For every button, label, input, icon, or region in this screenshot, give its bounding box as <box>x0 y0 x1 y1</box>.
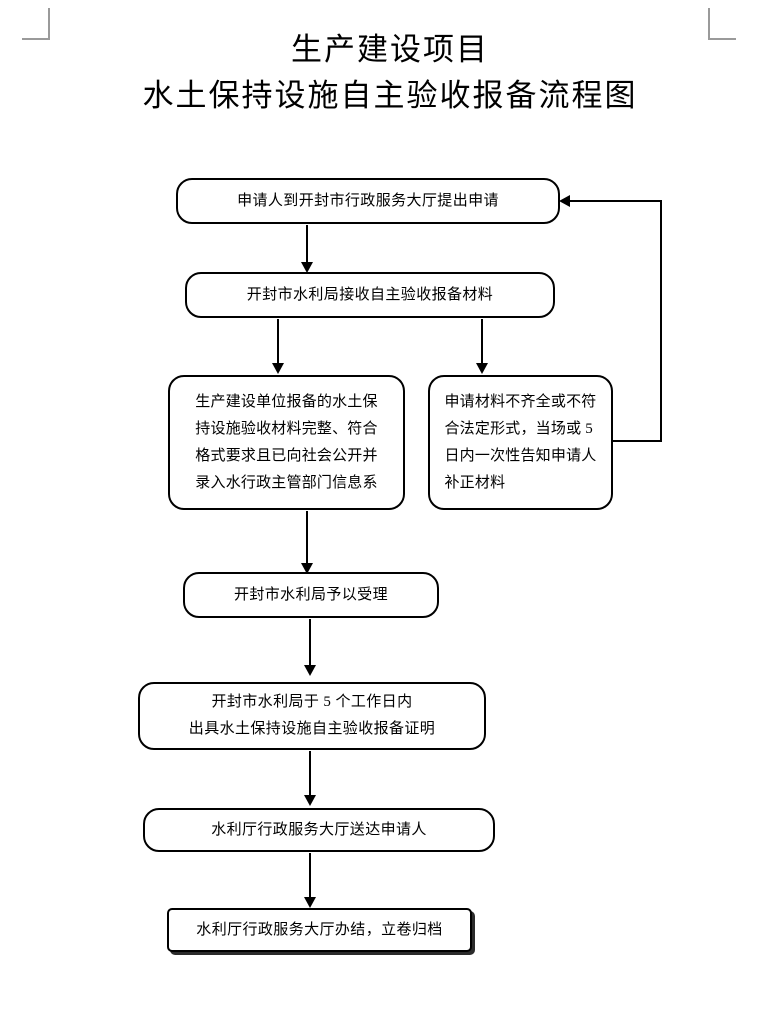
arrowhead-receive-to-incomplete-notice <box>476 363 488 374</box>
crop-mark-top-right <box>700 8 736 40</box>
connector-apply-to-receive <box>306 225 308 265</box>
flow-node-incomplete-notice-line-1: 申请材料不齐全或不符 <box>444 393 597 410</box>
flow-node-complete-check[interactable]: 生产建设单位报备的水土保 持设施验收材料完整、符合 格式要求且已向社会公开并 录… <box>168 375 405 510</box>
connector-receive-to-complete-check <box>277 319 279 367</box>
flow-node-archive[interactable]: 水利厅行政服务大厅办结，立卷归档 <box>167 908 472 952</box>
flow-node-complete-check-line-1: 生产建设单位报备的水土保 <box>195 393 378 410</box>
flow-node-archive-label: 水利厅行政服务大厅办结，立卷归档 <box>196 921 443 938</box>
flow-node-incomplete-notice-text: 申请材料不齐全或不符 合法定形式，当场或 5 日内一次性告知申请人 补正材料 <box>436 389 604 497</box>
connector-issue-certificate-to-deliver <box>309 751 311 799</box>
arrowhead-issue-certificate-to-deliver <box>304 795 316 806</box>
flow-node-issue-certificate[interactable]: 开封市水利局于 5 个工作日内 出具水土保持设施自主验收报备证明 <box>138 682 486 750</box>
connector-receive-to-incomplete-notice <box>481 319 483 367</box>
flow-node-issue-certificate-line-2: 出具水土保持设施自主验收报备证明 <box>188 721 436 737</box>
flow-node-apply[interactable]: 申请人到开封市行政服务大厅提出申请 <box>176 178 560 224</box>
flow-node-apply-label: 申请人到开封市行政服务大厅提出申请 <box>237 192 499 209</box>
connector-loop-segment-left <box>570 200 662 202</box>
flow-node-complete-check-text: 生产建设单位报备的水土保 持设施验收材料完整、符合 格式要求且已向社会公开并 录… <box>187 389 385 497</box>
crop-mark-top-left <box>22 8 58 40</box>
flow-node-complete-check-line-3: 格式要求且已向社会公开并 <box>195 447 378 464</box>
arrowhead-apply-to-receive <box>301 262 313 273</box>
page-title-line-1: 生产建设项目 <box>291 32 489 67</box>
page-title-line-2: 水土保持设施自主验收报备流程图 <box>142 78 638 113</box>
flow-node-complete-check-line-2: 持设施验收材料完整、符合 <box>195 420 378 437</box>
flow-node-accept-label: 开封市水利局予以受理 <box>233 586 388 603</box>
connector-loop-segment-right <box>613 440 662 442</box>
flow-node-deliver-label: 水利厅行政服务大厅送达申请人 <box>211 821 427 838</box>
flow-node-receive[interactable]: 开封市水利局接收自主验收报备材料 <box>185 272 555 318</box>
flow-node-complete-check-line-4: 录入水行政主管部门信息系 <box>195 474 378 491</box>
arrowhead-complete-check-to-accept <box>301 563 313 574</box>
connector-complete-check-to-accept <box>306 511 308 567</box>
flow-node-receive-label: 开封市水利局接收自主验收报备材料 <box>246 286 494 303</box>
flow-node-incomplete-notice-line-4: 补正材料 <box>444 474 506 491</box>
flow-node-incomplete-notice-line-2: 合法定形式，当场或 5 <box>444 420 593 437</box>
arrowhead-receive-to-complete-check <box>272 363 284 374</box>
connector-accept-to-issue-certificate <box>309 619 311 669</box>
flow-node-deliver[interactable]: 水利厅行政服务大厅送达申请人 <box>143 808 495 852</box>
arrowhead-deliver-to-archive <box>304 897 316 908</box>
connector-deliver-to-archive <box>309 853 311 901</box>
flow-node-incomplete-notice-line-3: 日内一次性告知申请人 <box>444 447 597 464</box>
arrowhead-loop-to-apply <box>559 195 570 207</box>
arrowhead-accept-to-issue-certificate <box>304 665 316 676</box>
flow-node-issue-certificate-text: 开封市水利局于 5 个工作日内 出具水土保持设施自主验收报备证明 <box>181 689 443 743</box>
page-title: 生产建设项目 水土保持设施自主验收报备流程图 <box>0 28 780 120</box>
flow-node-issue-certificate-line-1: 开封市水利局于 5 个工作日内 <box>211 694 413 710</box>
flow-node-accept[interactable]: 开封市水利局予以受理 <box>183 572 439 618</box>
connector-loop-segment-up <box>660 200 662 442</box>
flow-node-incomplete-notice[interactable]: 申请材料不齐全或不符 合法定形式，当场或 5 日内一次性告知申请人 补正材料 <box>428 375 613 510</box>
